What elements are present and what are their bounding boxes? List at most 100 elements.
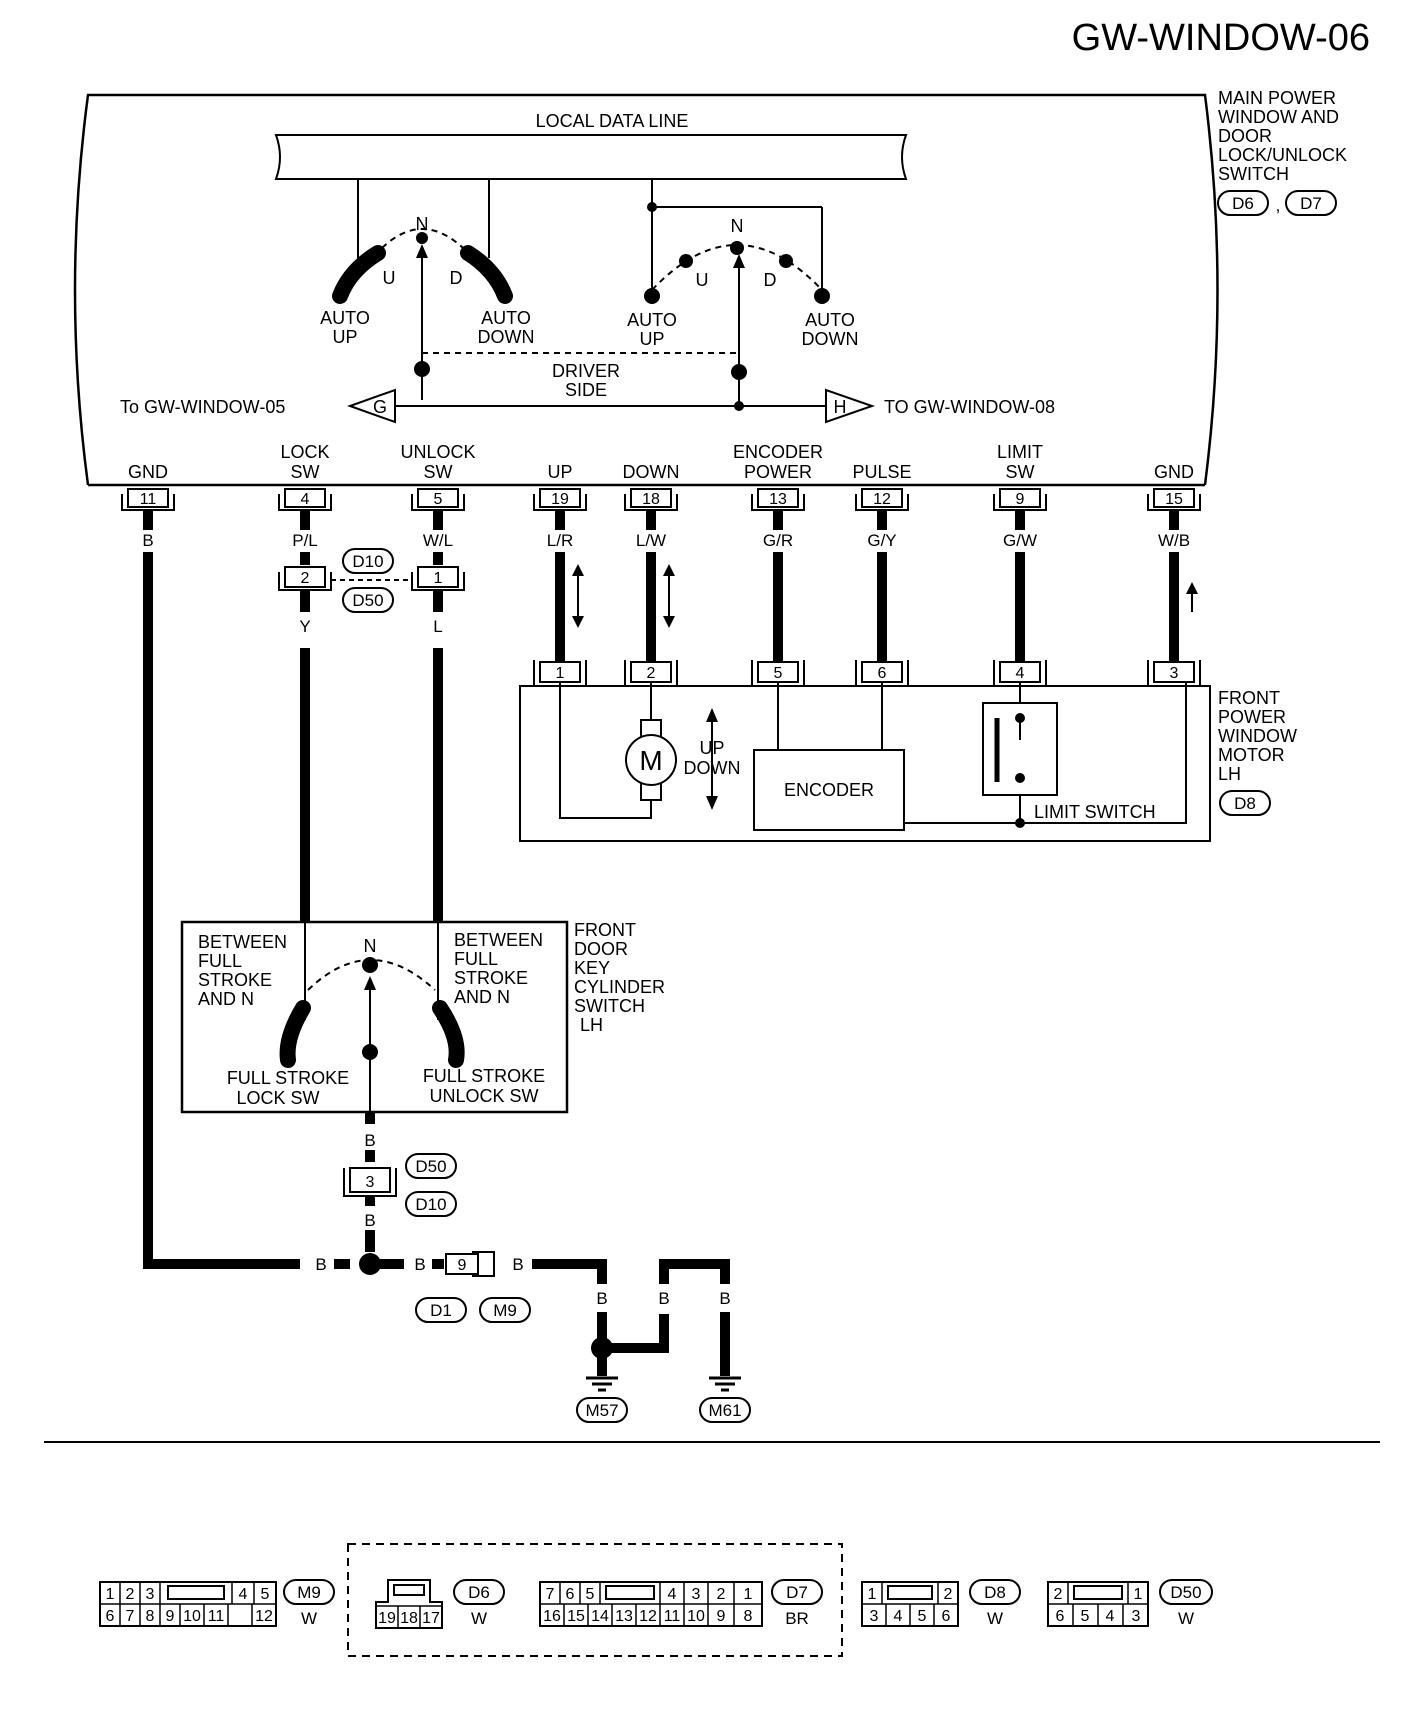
- svg-text:4: 4: [301, 491, 310, 508]
- svg-text:WINDOW: WINDOW: [1218, 726, 1297, 746]
- svg-text:D8: D8: [984, 1583, 1006, 1602]
- connector-view-d8: 1 2 3 4 5 6 D8 W: [861, 1579, 1021, 1628]
- svg-text:14: 14: [591, 1608, 609, 1625]
- svg-text:D: D: [450, 268, 463, 288]
- svg-text:6: 6: [878, 665, 887, 682]
- svg-text:19: 19: [378, 1610, 396, 1627]
- svg-text:12: 12: [873, 491, 891, 508]
- svg-text:WINDOW AND: WINDOW AND: [1218, 107, 1339, 127]
- svg-text:D6: D6: [468, 1583, 490, 1602]
- svg-text:1: 1: [106, 1586, 115, 1603]
- svg-text:W: W: [1178, 1609, 1194, 1628]
- svg-text:6: 6: [566, 1586, 575, 1603]
- key-cylinder-connector: B 3 D50 D10 B: [343, 1112, 457, 1252]
- svg-text:6: 6: [1056, 1608, 1065, 1625]
- svg-text:DOWN: DOWN: [623, 462, 680, 482]
- svg-text:B: B: [596, 1289, 607, 1308]
- svg-text:9: 9: [717, 1608, 726, 1625]
- svg-text:2: 2: [1054, 1586, 1063, 1603]
- svg-text:DOOR: DOOR: [574, 939, 628, 959]
- svg-text:4: 4: [1106, 1608, 1115, 1625]
- terminal-pulse-12: PULSE 12 G/Y: [852, 462, 911, 550]
- svg-text:STROKE: STROKE: [198, 970, 272, 990]
- svg-text:UP: UP: [639, 329, 664, 349]
- svg-text:M9: M9: [493, 1301, 517, 1320]
- ground-symbol-m61: M61: [699, 1376, 751, 1423]
- svg-text:4: 4: [1016, 665, 1025, 682]
- svg-text:BETWEEN: BETWEEN: [198, 932, 287, 952]
- link-to-gw-window-08[interactable]: H TO GW-WINDOW-08: [825, 388, 1055, 424]
- svg-text:11: 11: [140, 491, 157, 508]
- svg-text:AUTO: AUTO: [627, 310, 677, 330]
- svg-text:5: 5: [586, 1586, 595, 1603]
- svg-text:,: ,: [1276, 196, 1281, 215]
- svg-text:10: 10: [183, 1608, 201, 1625]
- svg-text:PULSE: PULSE: [852, 462, 911, 482]
- svg-text:AND N: AND N: [198, 989, 254, 1009]
- svg-text:BETWEEN: BETWEEN: [454, 930, 543, 950]
- motor-name: FRONT POWER WINDOW MOTOR LH D8: [1218, 688, 1297, 816]
- svg-text:POWER: POWER: [744, 462, 812, 482]
- svg-text:SW: SW: [424, 462, 453, 482]
- svg-text:LH: LH: [580, 1015, 603, 1035]
- front-power-window-motor: 1 2 5 6 4 3 M UP DOWN: [519, 660, 1211, 842]
- svg-text:3: 3: [1132, 1608, 1141, 1625]
- main-switch-name: MAIN POWER WINDOW AND DOOR LOCK/UNLOCK S…: [1217, 88, 1347, 216]
- svg-text:MAIN POWER: MAIN POWER: [1218, 88, 1336, 108]
- svg-text:15: 15: [567, 1608, 585, 1625]
- svg-text:6: 6: [942, 1608, 951, 1625]
- dashed-group: [347, 1543, 843, 1657]
- svg-text:D50: D50: [415, 1157, 446, 1176]
- terminal-gnd-11: GND 11 B: [121, 462, 175, 550]
- svg-text:TO GW-WINDOW-08: TO GW-WINDOW-08: [884, 397, 1055, 417]
- svg-text:M57: M57: [585, 1401, 618, 1420]
- svg-text:1: 1: [1134, 1586, 1143, 1603]
- svg-text:11: 11: [664, 1608, 681, 1625]
- svg-text:4: 4: [668, 1586, 677, 1603]
- svg-text:SWITCH: SWITCH: [1218, 164, 1289, 184]
- svg-text:N: N: [731, 216, 744, 236]
- svg-text:AND N: AND N: [454, 987, 510, 1007]
- svg-text:BR: BR: [785, 1609, 809, 1628]
- svg-text:7: 7: [126, 1608, 135, 1625]
- svg-text:FULL: FULL: [198, 951, 242, 971]
- motor-symbol: [625, 734, 677, 786]
- svg-text:LOCAL DATA LINE: LOCAL DATA LINE: [536, 111, 689, 131]
- svg-text:1: 1: [434, 570, 443, 587]
- svg-text:UP: UP: [699, 738, 724, 758]
- svg-text:W: W: [301, 1609, 317, 1628]
- svg-text:B: B: [658, 1289, 669, 1308]
- svg-text:LOCK/UNLOCK: LOCK/UNLOCK: [1218, 145, 1347, 165]
- svg-text:G/W: G/W: [1003, 531, 1037, 550]
- svg-text:GND: GND: [1154, 462, 1194, 482]
- svg-text:B: B: [364, 1131, 375, 1150]
- terminal-down-18: DOWN 18 L/W: [623, 462, 680, 550]
- svg-text:5: 5: [774, 665, 783, 682]
- window-switch-1: N U D AUTO UP AUTO DOWN: [320, 179, 535, 400]
- link-to-gw-window-05[interactable]: To GW-WINDOW-05 G: [120, 388, 396, 424]
- svg-text:D10: D10: [415, 1195, 446, 1214]
- svg-text:B: B: [315, 1255, 326, 1274]
- svg-text:DRIVER: DRIVER: [552, 361, 620, 381]
- svg-text:FRONT: FRONT: [1218, 688, 1280, 708]
- svg-text:M: M: [639, 745, 662, 776]
- svg-text:SWITCH: SWITCH: [574, 996, 645, 1016]
- svg-text:AUTO: AUTO: [481, 308, 531, 328]
- svg-text:12: 12: [255, 1608, 273, 1625]
- svg-text:W/B: W/B: [1158, 531, 1190, 550]
- svg-text:B: B: [512, 1255, 523, 1274]
- svg-text:9: 9: [166, 1608, 175, 1625]
- svg-text:1: 1: [556, 665, 565, 682]
- svg-text:UNLOCK: UNLOCK: [400, 442, 475, 462]
- svg-text:B: B: [142, 531, 153, 550]
- svg-text:D50: D50: [1170, 1583, 1201, 1602]
- intermediate-connector: 2 1 D10 D50 Y L: [278, 548, 465, 636]
- svg-text:D10: D10: [352, 552, 383, 571]
- svg-text:ENCODER: ENCODER: [733, 442, 823, 462]
- terminal-gnd-15: GND 15 W/B: [1147, 462, 1201, 550]
- wires: [143, 510, 1198, 1269]
- svg-text:N: N: [364, 936, 377, 956]
- svg-text:AUTO: AUTO: [805, 310, 855, 330]
- local-data-line: LOCAL DATA LINE: [274, 111, 908, 180]
- ground-symbol-m57: M57: [576, 1376, 628, 1423]
